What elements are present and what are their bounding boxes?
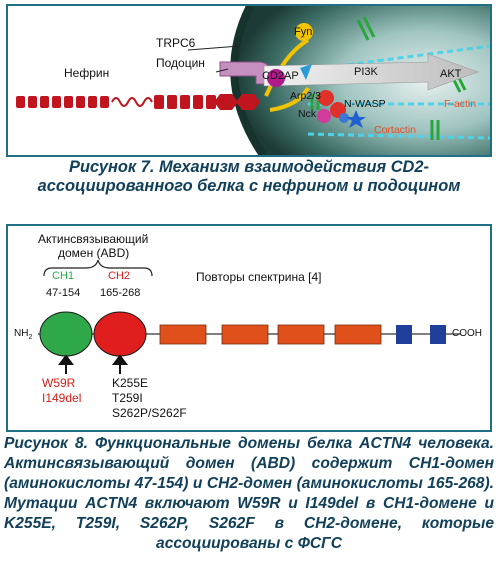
figure7-panel: TRPC6 Подоцин Нефрин Fyn CD2AP PI3K AKT … — [6, 4, 492, 157]
spectrin-repeat-3 — [277, 324, 325, 345]
blue-domain-1 — [396, 325, 412, 344]
nck-label: Nck — [298, 108, 317, 120]
abd-title-line2: домен (ABD) — [58, 246, 130, 260]
ch2-label: CH2 — [108, 270, 131, 282]
cooh-label: COOH — [452, 328, 482, 339]
cd2ap-label: CD2AP — [262, 70, 299, 82]
spectrin-repeat-1 — [159, 324, 207, 345]
spectrin-repeat-2 — [221, 324, 269, 345]
ch1-label: CH1 — [52, 270, 75, 282]
mutation-arrows — [58, 354, 128, 374]
spectrin-label: Повторы спектрина [4] — [196, 270, 322, 284]
blue-domain-2 — [430, 325, 446, 344]
pi3k-label: PI3K — [354, 66, 378, 78]
trpc6-label: TRPC6 — [156, 36, 196, 50]
ch2-range: 165-268 — [100, 287, 141, 299]
figure7-illustration — [16, 6, 490, 155]
ch2-mutation: K255E — [112, 376, 149, 390]
figure7-caption-line1: Рисунок 7. Механизм взаимодействия CD2- — [69, 158, 429, 176]
cell-membrane — [230, 6, 267, 155]
abd-title-line1: Актинсвязывающий — [38, 232, 149, 246]
figure7-caption: Рисунок 7. Механизм взаимодействия CD2- … — [4, 158, 494, 196]
nwasp-label: N-WASP — [344, 98, 386, 110]
nh2-label: NH2 — [14, 328, 33, 341]
figure8-caption: Рисунок 8. Функциональные домены белка A… — [4, 435, 494, 552]
ch2-mutations: K255E T259I S262P/S262F — [112, 376, 187, 421]
signal-arrow — [263, 53, 479, 91]
ch1-domain — [39, 311, 93, 357]
figure7-caption-line2: ассоциированного белка с нефрином и подо… — [37, 177, 461, 195]
actn4-domain-diagram — [38, 259, 460, 374]
ch2-mutation: S262P/S262F — [112, 406, 187, 420]
fyn-label: Fyn — [294, 26, 313, 38]
ch1-mutations: W59R I149del — [42, 376, 81, 406]
factin-label: F-actin — [444, 98, 477, 110]
ch2-domain — [93, 311, 147, 357]
spectrin-repeat-4 — [334, 324, 382, 345]
abd-brace — [43, 259, 153, 277]
arp23-label: Arp2/3 — [290, 90, 321, 102]
podocin-leader — [215, 68, 229, 73]
ch1-range: 47-154 — [46, 287, 81, 299]
podocin-label: Подоцин — [156, 56, 205, 70]
ch1-mutation: W59R — [42, 376, 76, 390]
nephrin-label: Нефрин — [64, 66, 110, 80]
ch2-mutation: T259I — [112, 391, 143, 405]
akt-label: AKT — [440, 68, 462, 80]
trpc6-leader — [187, 45, 241, 51]
ch1-mutation: I149del — [42, 391, 82, 405]
figure8-panel: Актинсвязывающий домен (ABD) CH1 CH2 47-… — [6, 224, 492, 432]
cortactin-label: Cortactin — [374, 124, 417, 136]
nephrin-chain — [16, 94, 260, 110]
